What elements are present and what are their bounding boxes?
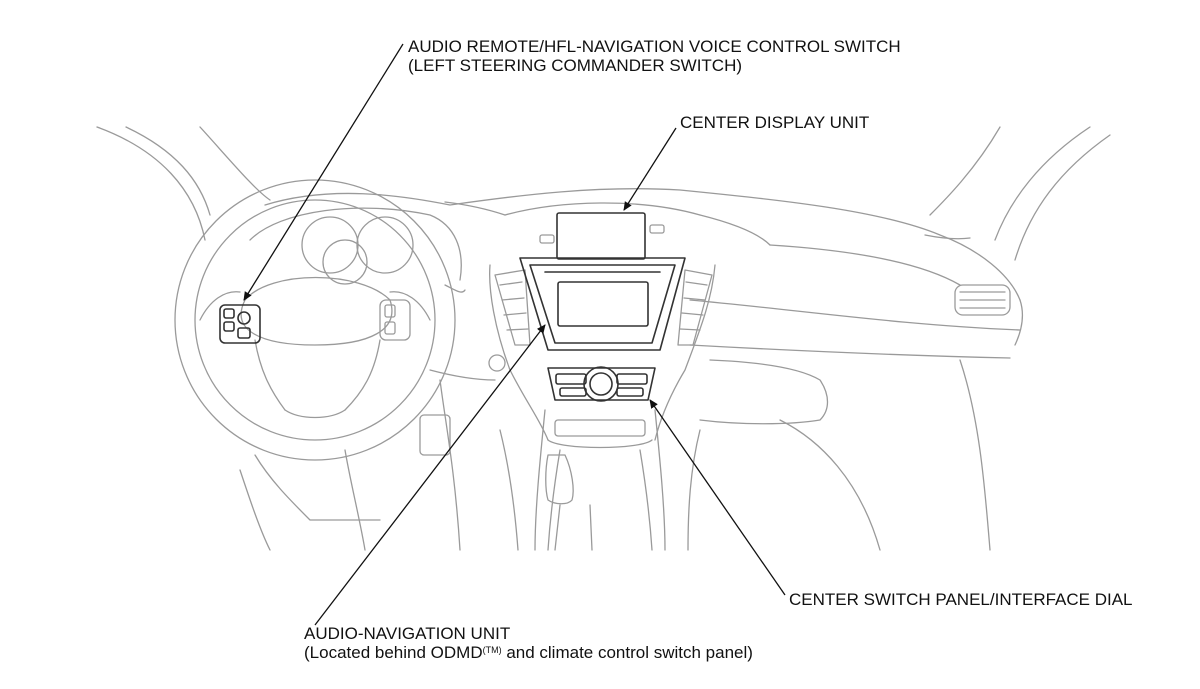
audio-navigation-unit	[519, 257, 686, 351]
center-stack	[489, 224, 716, 441]
dashboard-contour	[264, 188, 1024, 359]
trademark-superscript: (TM)	[482, 645, 502, 655]
instrument-cluster	[249, 207, 466, 293]
callout-audio-remote-line1: AUDIO REMOTE/HFL-NAVIGATION VOICE CONTRO…	[408, 37, 901, 56]
callout-center-switch-panel-line1: CENTER SWITCH PANEL/INTERFACE DIAL	[789, 590, 1133, 609]
leader-lines	[243, 43, 786, 626]
center-display-unit	[556, 212, 646, 260]
callout-audio-nav-unit: AUDIO-NAVIGATION UNIT (Located behind OD…	[304, 624, 753, 662]
callout-audio-nav-unit-line2: (Located behind ODMD(TM) and climate con…	[304, 643, 753, 662]
callout-audio-nav-unit-line2-before: (Located behind ODMD	[304, 643, 483, 662]
callout-audio-nav-unit-line2-after: and climate control switch panel)	[501, 643, 753, 662]
steering-wheel	[174, 179, 456, 551]
leader-center-switch-panel	[649, 399, 786, 596]
center-switch-panel	[547, 366, 656, 402]
leader-audio-nav-unit	[314, 324, 546, 626]
callout-center-switch-panel: CENTER SWITCH PANEL/INTERFACE DIAL	[789, 590, 1133, 609]
leader-center-display	[623, 127, 677, 211]
callout-center-display-line1: CENTER DISPLAY UNIT	[680, 113, 870, 132]
leader-audio-remote	[243, 43, 404, 301]
callout-audio-nav-unit-line1: AUDIO-NAVIGATION UNIT	[304, 624, 511, 643]
lower-right-panel	[699, 359, 991, 551]
callout-center-display: CENTER DISPLAY UNIT	[680, 113, 869, 132]
callout-audio-remote-line2: (LEFT STEERING COMMANDER SWITCH)	[408, 56, 743, 75]
a-pillars	[96, 126, 1111, 261]
left-steering-switch	[219, 304, 261, 344]
center-console	[499, 409, 701, 551]
lower-left-panel	[344, 354, 506, 551]
callout-audio-remote: AUDIO REMOTE/HFL-NAVIGATION VOICE CONTRO…	[408, 37, 901, 75]
